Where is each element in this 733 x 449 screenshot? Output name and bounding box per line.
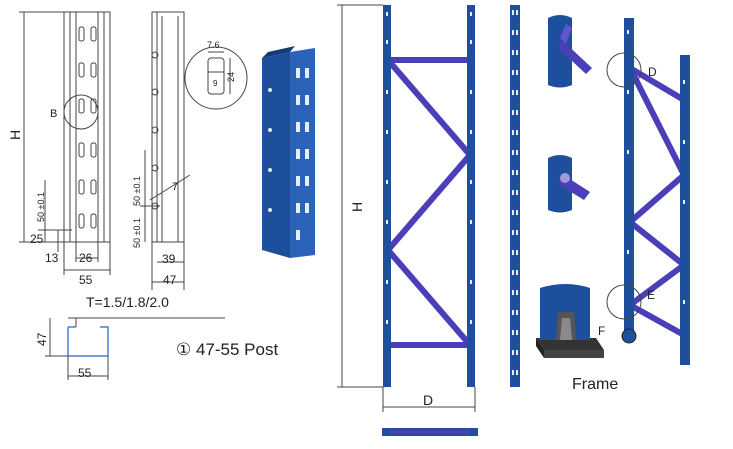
hole-9-label: 9 — [213, 79, 218, 88]
frame-caption: Frame — [572, 376, 619, 393]
post-side-view — [140, 11, 191, 290]
dim-13: 13 — [45, 251, 59, 265]
dim-25: 25 — [30, 232, 44, 246]
dim-47-side: 47 — [163, 273, 177, 287]
detail-f-baseplate — [536, 284, 604, 358]
post-caption: ① 47-55 Post — [176, 340, 279, 359]
hole-24-label: 24 — [226, 72, 236, 82]
dim-26: 26 — [79, 251, 93, 265]
hole-width-label: 7.6 — [207, 40, 220, 50]
frame-assembly-3d — [606, 18, 690, 365]
detail-d-label: D — [648, 65, 657, 79]
dim-50-b: 50 ±0.1 — [132, 218, 142, 248]
dim-7: 7 — [172, 181, 178, 193]
frame-depth-label: D — [423, 392, 433, 408]
detail-e-connection — [548, 155, 590, 213]
post-height-label: H — [7, 130, 23, 140]
post-3d-render — [262, 46, 315, 258]
thickness-label: T=1.5/1.8/2.0 — [86, 294, 169, 310]
frame-height-label: H — [349, 202, 365, 212]
section-47-label: 47 — [35, 332, 49, 346]
frame-elevation — [337, 4, 476, 412]
post-side-strip — [510, 5, 520, 387]
hole-detail — [184, 46, 248, 110]
detail-f-label: F — [598, 324, 605, 338]
detail-b-label: B — [50, 108, 57, 120]
detail-d-connection — [548, 15, 592, 88]
dim-55-front: 55 — [79, 273, 93, 287]
frame-top-view — [382, 428, 478, 436]
detail-e-label: E — [647, 288, 655, 302]
dim-50-c: 50 ±0.1 — [132, 176, 142, 206]
post-cross-section — [45, 317, 225, 380]
section-55-label: 55 — [78, 366, 92, 380]
dim-50-a: 50 ±0.1 — [36, 192, 46, 222]
post-front-view — [19, 11, 111, 275]
dim-39: 39 — [162, 252, 176, 266]
